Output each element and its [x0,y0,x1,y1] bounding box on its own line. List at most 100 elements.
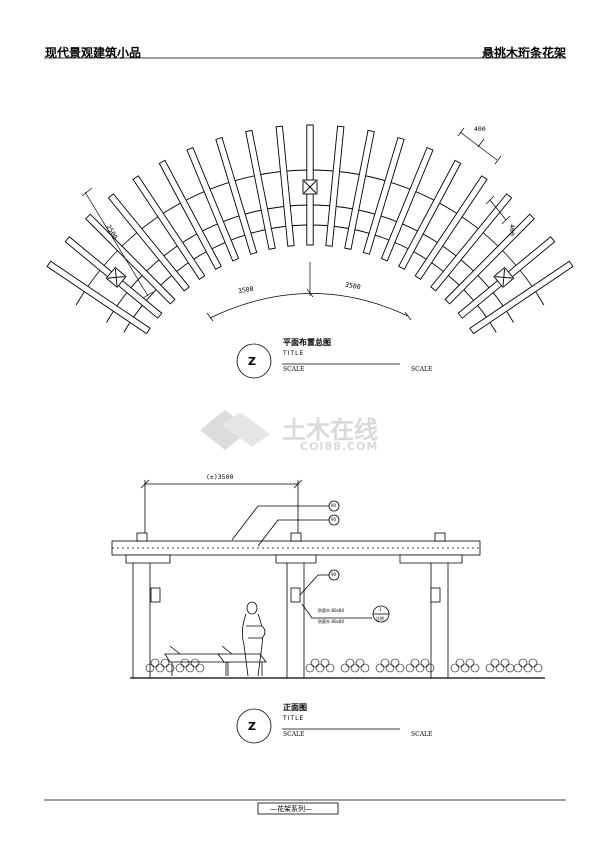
plan-joist [46,260,151,335]
shrub-blob [415,663,425,673]
shrub-row [145,658,543,673]
plan-joist [85,213,176,305]
post-left [132,559,151,679]
shrub-blob [455,658,465,668]
plan-view [46,124,574,335]
elevation-view [111,479,545,679]
shrub-blob [345,658,355,668]
shrub-blob [495,663,505,673]
shrub-blob [325,663,335,673]
plan-joist [444,213,535,305]
shrub-blob [420,658,430,668]
shrub-blob [505,663,515,673]
plan-joist [398,159,462,270]
shrub-blob [310,658,320,668]
plan-joist [158,159,222,270]
elevation-caption-name: 正面图 [283,703,307,712]
shrub-blob [360,663,370,673]
elevation-caption-title: TITLE [283,715,305,722]
shrub-blob [320,658,330,668]
plan-caption-title: TITLE [283,350,305,357]
shrub-blob [385,663,395,673]
plan-joist [469,260,574,335]
plan-joist [325,125,345,247]
shrub-blob [425,663,435,673]
plan-caption-letter: Z [248,355,256,368]
lounger-2 [217,653,267,663]
plan-joist [362,136,405,255]
shrub-blob [533,663,543,673]
detail-tag-bottom: 比例 [376,616,384,621]
shrub-blob [185,663,195,673]
callout-2-text: 90 [331,517,337,522]
shrub-blob [395,663,405,673]
plan-joist [215,136,258,255]
watermark-logo [200,410,270,450]
watermark-subtext: COI88.COM [300,440,379,453]
plan-caption-graphic [236,343,400,379]
shrub-blob [375,663,385,673]
shrub-blob [460,663,470,673]
plan-joist [344,129,375,250]
plan-caption-scale-left: SCALE [283,366,305,373]
shrub-blob [355,658,365,668]
plan-joist [380,146,434,262]
shrub-blob [528,658,538,668]
watermark-text: 土木在线 [282,416,378,444]
shrub-blob [150,658,160,668]
dim-plan-top-width: 400 [474,125,486,133]
series-tag: —花架系列— [270,805,312,813]
plan-joist [430,193,513,292]
callout-3-text: 90 [331,572,337,577]
dim-plan-right-width: 400 [507,224,516,236]
plan-post-cross [495,276,513,279]
shrub-blob [518,658,528,668]
shrub-blob [465,658,475,668]
plan-post-cross [115,268,118,286]
shrub-blob [523,663,533,673]
drawing-set-title: 现代景观建筑小品 [45,46,142,60]
elevation-caption-scale-right: SCALE [411,731,433,738]
shrub-blob [175,663,185,673]
shrub-blob [340,663,350,673]
shrub-blob [380,658,390,668]
plan-post-cross [303,180,317,194]
elevation-caption-letter: Z [248,720,256,733]
shrub-blob [390,658,400,668]
shrub-blob [305,663,315,673]
plan-joist [275,125,295,247]
shrub-blob [315,663,325,673]
human-figure-head [246,601,258,615]
shrub-blob [490,658,500,668]
shrub-blob [155,663,165,673]
series-tag-frame [257,802,339,815]
callout-1-text: 90 [331,503,337,508]
plan-joist [414,175,488,280]
drawing-title: 悬挑木珩条花架 [481,46,566,60]
human-figure-body [242,613,263,677]
plan-caption-name: 平面布置总图 [283,338,331,347]
post-right [430,559,449,679]
shrub-blob [500,658,510,668]
plan-caption-scale-right: SCALE [411,366,433,373]
shrub-blob [410,658,420,668]
shrub-blob [350,663,360,673]
note-line-1: 防腐木-80x80 [318,608,344,613]
shrub-blob [513,663,523,673]
plan-joist [107,193,190,292]
dim-elevation-span: (±)3500 [206,473,234,481]
note-line-2: 防腐木-80x80 [318,619,344,624]
shrub-blob [145,663,155,673]
detail-tag-top: 1 [379,607,382,612]
plan-joist [186,146,240,262]
elevation-caption-graphic [236,708,400,744]
elevation-caption-scale-left: SCALE [283,731,305,738]
shrub-blob [180,658,190,668]
post-middle [286,559,305,679]
shrub-blob [450,663,460,673]
plan-joist [245,129,276,250]
shrub-blob [195,663,205,673]
shrub-blob [405,663,415,673]
shrub-blob [470,663,480,673]
